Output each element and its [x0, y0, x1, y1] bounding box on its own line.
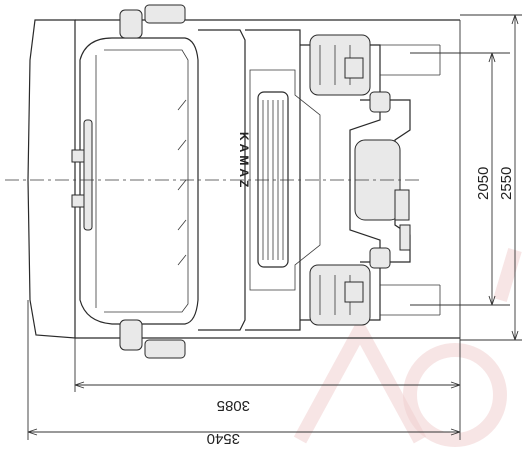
watermark — [293, 247, 522, 447]
dimension-label-2050: 2050 — [475, 167, 492, 200]
frame-axle — [354, 44, 441, 316]
dimension-label-2550: 2550 — [498, 167, 515, 200]
dimension-label-3085: 3085 — [217, 397, 250, 414]
mirrors — [119, 4, 186, 359]
hood-and-grille: KAMAZ — [198, 29, 381, 331]
dimension-lines — [27, 14, 522, 440]
brand-text: KAMAZ — [237, 132, 251, 190]
dimension-label-3540: 3540 — [207, 430, 240, 447]
